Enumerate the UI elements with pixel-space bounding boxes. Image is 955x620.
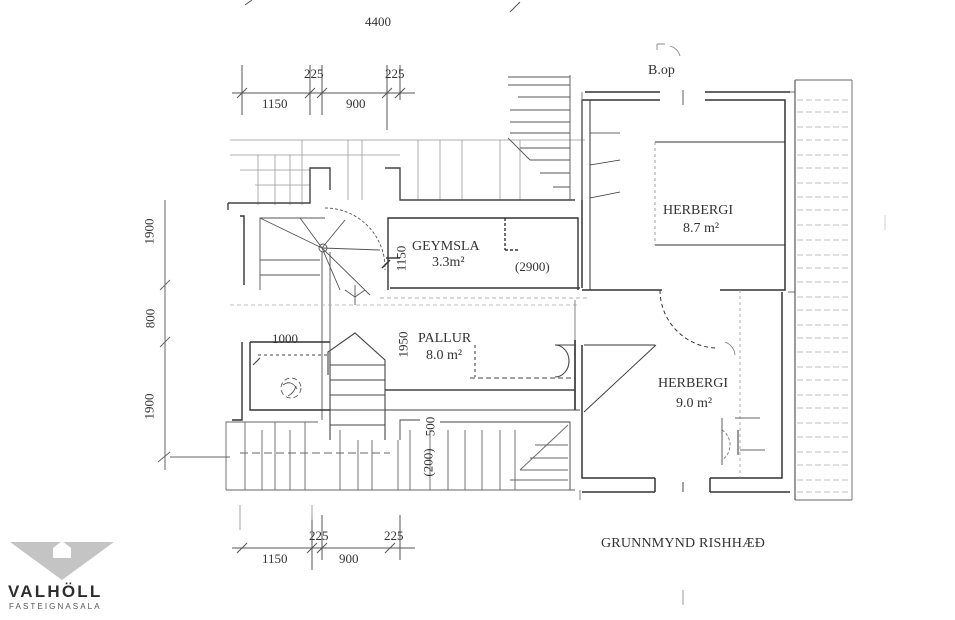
spiral-stair [259,207,386,420]
room-herbergi-lower-name: HERBERGI [658,376,728,391]
room-pallur-area: 8.0 m² [426,348,463,363]
roof-hatch-lower [225,419,575,530]
herbergi-upper-walls [581,43,790,349]
room-geymsla-area: 3.3m² [432,255,465,270]
bottom-dim-225-a: 225 [309,528,329,543]
drawing-title: GRUNNMYND RISHHÆÐ [601,536,766,551]
left-stair-column [574,92,583,500]
logo-brand: VALHÖLL [8,582,103,601]
top-dim-225-b: 225 [385,66,405,81]
left-dim-800: 800 [142,308,158,329]
bottom-dim-900: 900 [339,551,359,566]
pallur-left-dim: 1000 [272,331,298,346]
geymsla-width-dim: (2900) [515,259,550,274]
lower-dim-200: (200) [420,448,436,477]
geymsla-height-dim: 1150 [393,245,409,272]
stair-hatch-top [507,75,571,200]
logo-subtitle: FASTEIGNASALA [9,602,102,611]
pallur-fan-icon [280,377,302,399]
bottom-dim-225-b: 225 [384,528,404,543]
room-pallur-name: PALLUR [418,331,472,346]
bottom-dimension-line [232,515,684,605]
top-dimension-line [232,0,521,130]
upper-wall-block [227,167,575,210]
geymsla-walls [381,217,580,290]
pallur-height-dim: 1950 [395,331,411,358]
house-triangle-icon [10,541,114,580]
herbergi-lower-walls [581,290,790,493]
bottom-dim-1150: 1150 [262,551,288,566]
top-dim-225-a: 225 [304,66,324,81]
left-dimension-line [157,200,230,470]
left-walls [232,215,330,421]
roof-strip-right [788,79,886,501]
room-geymsla-name: GEYMSLA [412,239,480,254]
pallur-walls [252,332,580,440]
north-label: B.op [648,63,675,78]
left-dim-1900-bottom: 1900 [141,393,157,420]
left-dim-1900-top: 1900 [141,218,157,245]
lower-dim-500: 500 [422,416,438,437]
top-dim-1150: 1150 [262,96,288,111]
top-dim-900: 900 [346,96,366,111]
overall-width-dimension: 4400 [365,14,391,29]
room-herbergi-lower-area: 9.0 m² [676,396,713,411]
valholl-logo: VALHÖLL FASTEIGNASALA [6,538,118,616]
room-herbergi-upper-name: HERBERGI [663,203,733,218]
room-herbergi-upper-area: 8.7 m² [683,221,720,236]
roof-hatch-upper-left [230,139,585,205]
